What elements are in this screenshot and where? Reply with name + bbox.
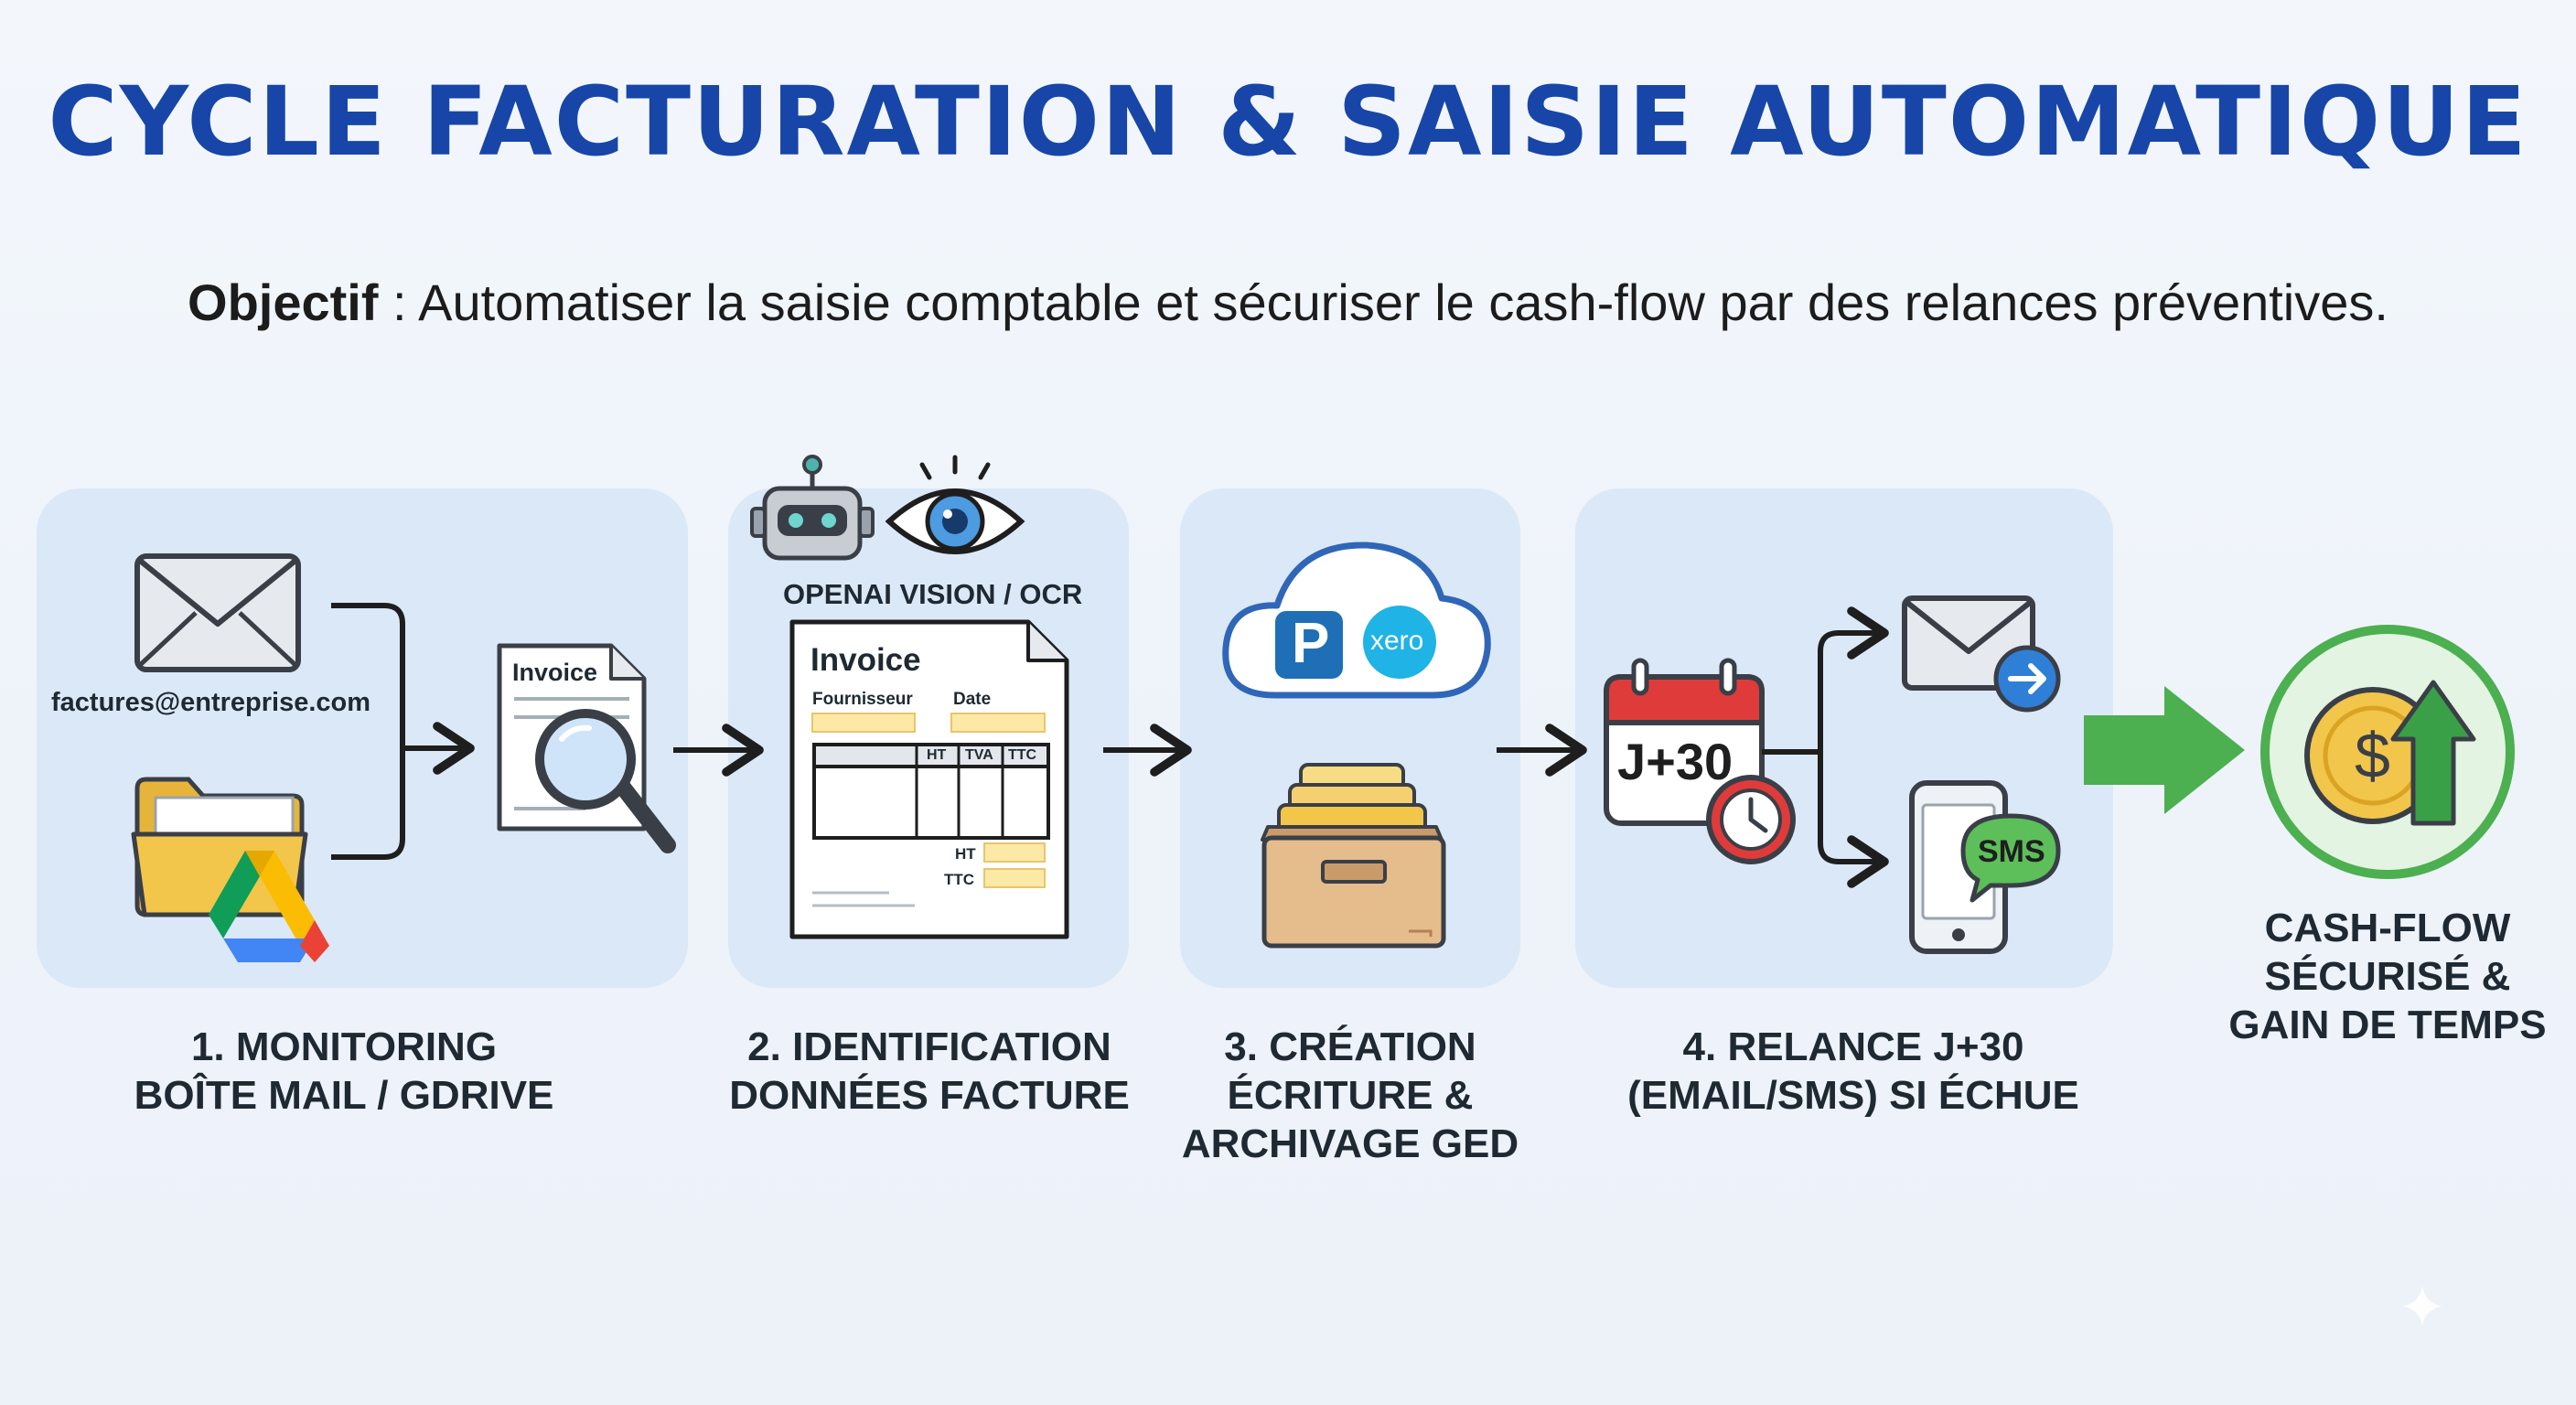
step-4-line2: (EMAIL/SMS) SI ÉCHUE xyxy=(1627,1073,2079,1118)
invoice-search-icon xyxy=(497,643,676,853)
robot-icon xyxy=(750,455,875,561)
invoice-small-title: Invoice xyxy=(512,659,598,686)
cash-growth-icon xyxy=(2260,625,2515,879)
calendar-text: J+30 xyxy=(1617,733,1733,790)
step-3-line2: ÉCRITURE & xyxy=(1227,1073,1474,1118)
step-3-label: 3. CRÉATION ÉCRITURE & ARCHIVAGE GED xyxy=(1176,1023,1524,1168)
archive-box-icon xyxy=(1261,763,1446,949)
invoice-date-label: Date xyxy=(953,690,992,709)
step-4-line1: 4. RELANCE J+30 xyxy=(1682,1024,2024,1069)
email-send-icon xyxy=(1902,595,2061,713)
xero-logo-text: xero xyxy=(1370,626,1424,656)
invoice-col-ht: HT xyxy=(927,747,947,763)
invoice-col-ttc: TTC xyxy=(1008,747,1037,763)
sms-bubble-icon xyxy=(1960,813,2061,903)
step-3-line3: ARCHIVAGE GED xyxy=(1181,1121,1519,1166)
step-4-label: 4. RELANCE J+30 (EMAIL/SMS) SI ÉCHUE xyxy=(1606,1023,2100,1120)
step-1-line1: 1. MONITORING xyxy=(190,1024,498,1069)
invoice-document xyxy=(789,619,1069,939)
objective-label: Objectif xyxy=(188,273,379,331)
result-line3: GAIN DE TEMPS xyxy=(2228,1003,2547,1047)
step-2-label: 2. IDENTIFICATION DONNÉES FACTURE xyxy=(710,1023,1149,1120)
invoice-col-tva: TVA xyxy=(965,747,993,763)
objective-text: Objectif : Automatiser la saisie comptab… xyxy=(0,273,2576,332)
invoice-total-ht: HT xyxy=(955,845,976,863)
pennylane-logo-letter: P xyxy=(1292,612,1330,675)
branch-connector xyxy=(1762,606,1889,888)
envelope-icon xyxy=(134,553,301,672)
xero-logo xyxy=(1363,606,1436,679)
result-label: CASH-FLOW SÉCURISÉ & GAIN DE TEMPS xyxy=(2228,904,2547,1049)
sparkle-icon xyxy=(2402,1286,2442,1326)
objective-description: : Automatiser la saisie comptable et séc… xyxy=(378,273,2388,331)
currency-symbol: $ xyxy=(2355,720,2390,791)
step-1-label: 1. MONITORING BOÎTE MAIL / GDRIVE xyxy=(124,1023,564,1120)
email-address: factures@entreprise.com xyxy=(51,688,371,717)
invoice-total-ttc: TTC xyxy=(944,871,975,888)
pennylane-logo xyxy=(1275,611,1343,679)
step-2-line2: DONNÉES FACTURE xyxy=(729,1073,1130,1118)
invoice-supplier-label: Fournisseur xyxy=(812,690,913,709)
page-title: CYCLE FACTURATION & SAISIE AUTOMATIQUE xyxy=(48,66,2528,177)
eye-icon xyxy=(885,455,1025,554)
google-drive-icon xyxy=(209,851,329,962)
ocr-label: OPENAI VISION / OCR xyxy=(783,578,1083,610)
step-1-line2: BOÎTE MAIL / GDRIVE xyxy=(134,1073,554,1118)
invoice-large-title: Invoice xyxy=(810,642,921,678)
step-3-line1: 3. CRÉATION xyxy=(1224,1024,1476,1069)
clock-icon xyxy=(1706,775,1796,864)
cloud-icon xyxy=(1222,542,1491,699)
big-green-arrow xyxy=(2084,686,2245,814)
step-2-line1: 2. IDENTIFICATION xyxy=(747,1024,1111,1069)
merge-connector xyxy=(331,603,475,860)
result-line2: SÉCURISÉ & xyxy=(2264,954,2511,999)
result-line1: CASH-FLOW xyxy=(2264,906,2511,950)
sms-text: SMS xyxy=(1978,834,2045,869)
